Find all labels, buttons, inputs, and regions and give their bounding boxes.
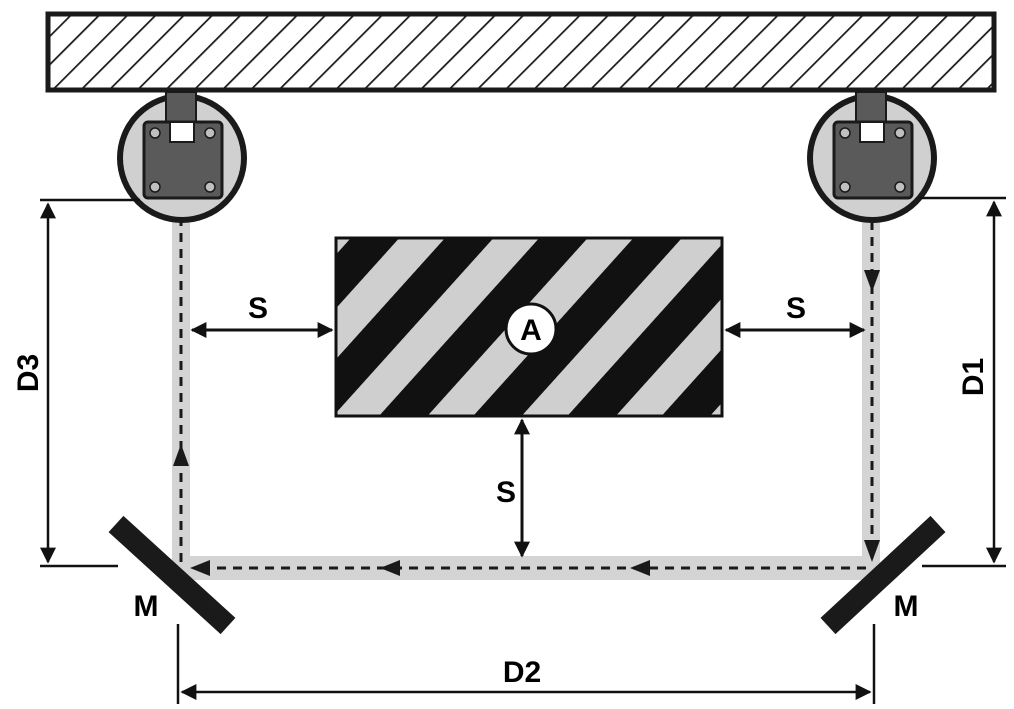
right-sensor-device [807,91,937,223]
mirror-left [108,515,236,635]
d2-dimension [176,624,876,704]
s-label-bottom: S [496,476,516,509]
light-beam-dashes [179,205,874,570]
d3-dimension [40,198,140,568]
mirror-right [820,515,946,635]
d1-dimension [920,196,1006,568]
hazard-label: A [520,314,542,347]
mirror-right-label: M [894,590,919,623]
d3-label: D3 [12,354,45,392]
s-label-left: S [248,292,268,325]
d2-label: D2 [503,656,541,689]
d1-label: D1 [957,358,990,396]
s-label-right: S [786,292,806,325]
mirror-left-label: M [134,590,159,623]
hazard-marker [504,302,558,356]
mounting-wall [45,11,997,93]
left-sensor-device [117,91,247,223]
hazard-zone: A [334,236,724,418]
